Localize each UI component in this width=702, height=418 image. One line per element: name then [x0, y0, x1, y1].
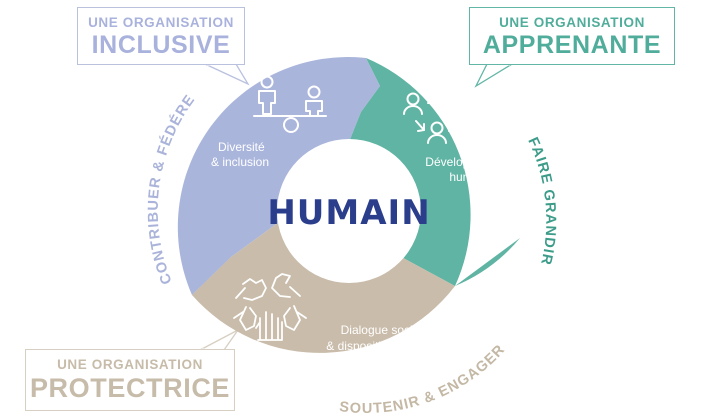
dialogue-label: Dialogue social & dispositifs engagés — [326, 323, 439, 353]
hands-together-icon — [233, 273, 307, 341]
development-label: Développement humain — [425, 155, 512, 184]
callout-apprenante-small: UNE ORGANISATION — [499, 15, 645, 30]
callout-inclusive-big: INCLUSIVE — [91, 30, 231, 59]
callout-protectrice-big: PROTECTRICE — [29, 372, 231, 403]
segment-inclusion — [177, 57, 380, 296]
callout-inclusive-small: UNE ORGANISATION — [88, 15, 234, 30]
center-title: HUMAIN — [267, 193, 430, 233]
callout-apprenante: UNE ORGANISATION APPRENANTE — [469, 7, 675, 65]
callout-inclusive: UNE ORGANISATION INCLUSIVE — [77, 7, 245, 65]
arrow-development — [455, 238, 520, 286]
arc-label-faire-grandir: FAIRE GRANDIR — [524, 135, 558, 267]
callout-protectrice-small: UNE ORGANISATION — [57, 357, 203, 372]
callout-apprenante-big: APPRENANTE — [482, 30, 662, 59]
arrow-dialogue — [192, 257, 248, 300]
inclusion-label: Diversité & inclusion — [211, 140, 269, 169]
center-circle — [277, 139, 421, 283]
callout-protectrice: UNE ORGANISATION PROTECTRICE — [25, 349, 235, 411]
seesaw-people-icon — [253, 75, 327, 133]
people-growth-icon — [403, 92, 471, 144]
